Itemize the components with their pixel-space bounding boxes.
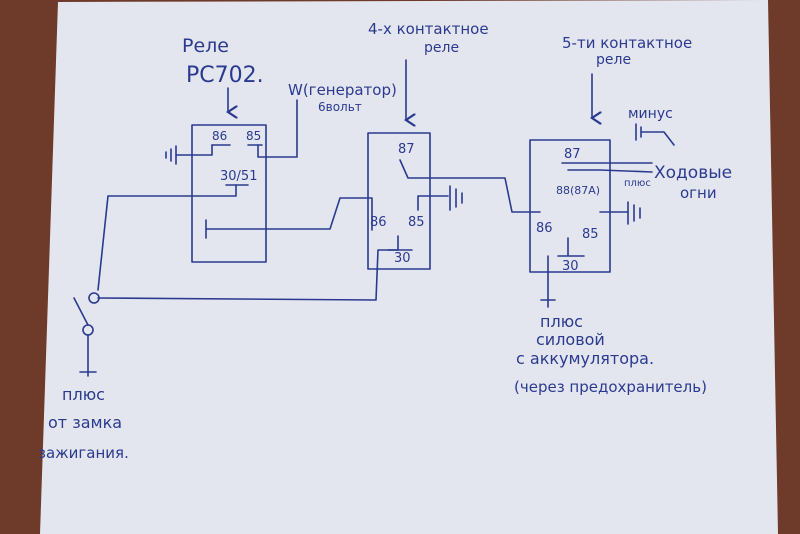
relay-3-pin-30: 30	[562, 259, 579, 274]
battery-note-line2: силовой	[536, 330, 605, 349]
ignition-feed-wire	[97, 249, 399, 301]
relay-1-ground-wire	[175, 144, 213, 156]
battery-note-line1: плюс	[540, 312, 583, 331]
relay-2-pin-30: 30	[394, 251, 411, 266]
ground-icon	[635, 123, 675, 146]
battery-note-line4: (через предохранитель)	[514, 378, 707, 396]
relay-2-title-line2: реле	[424, 40, 459, 56]
relay-2-pin-86: 86	[370, 215, 387, 230]
paper-sheet	[40, 0, 778, 534]
relay-3-title-line2: реле	[596, 52, 631, 68]
relay-2-body	[367, 132, 431, 270]
relay-1-title-line2: РС702.	[186, 63, 264, 88]
relay-1-body	[191, 124, 267, 263]
relay-3-pin-87: 87	[564, 147, 581, 162]
relay-1-to-relay-2-wire	[205, 197, 373, 231]
generator: W(генератор) 6вольт	[288, 81, 397, 114]
relay-3-pin-86: 86	[536, 221, 553, 236]
relay-3-output-wires	[561, 162, 653, 173]
battery-note-line3: с аккумулятора.	[516, 349, 654, 368]
ground-icon	[627, 201, 641, 225]
relay-2-pin-85: 85	[408, 215, 425, 230]
relay-1-title-line1: Реле	[182, 35, 229, 57]
switch-contact-top	[88, 292, 100, 304]
relay-2-to-relay-3-wire	[399, 159, 541, 213]
relay-2-pin-87: 87	[398, 142, 415, 157]
relay-2: 4-х контактное реле 87 86 85 30	[97, 20, 541, 301]
relay-3-title-line1: 5-ти контактное	[562, 34, 692, 52]
relay-2-title-line1: 4-х контактное	[368, 20, 489, 38]
ignition-switch: плюс от замка зажигания.	[38, 292, 129, 462]
relay-1: Реле РС702. 86 85 30/51	[97, 35, 373, 291]
relay-1-to-ignition-wire	[97, 184, 237, 291]
generator-label-line2: 6вольт	[318, 100, 362, 114]
relay-1-to-generator-wire	[257, 99, 298, 158]
relay-3-pin-88: 88(87А)	[556, 184, 600, 197]
relay-1-pin-30-51: 30/51	[220, 169, 257, 184]
running-lights-plus-label: плюс	[624, 178, 651, 189]
relay-3-body	[529, 139, 611, 273]
running-lights: минус плюс Ходовые огни	[624, 106, 732, 202]
battery-note: плюс силовой с аккумулятора. (через пред…	[514, 312, 707, 396]
running-lights-label-line2: огни	[680, 184, 717, 202]
ignition-note-line2: от замка	[48, 413, 122, 432]
running-lights-minus-label: минус	[628, 106, 673, 122]
generator-label-line1: W(генератор)	[288, 81, 397, 99]
relay-3-pin-30-contact	[557, 237, 585, 257]
running-lights-label-line1: Ходовые	[654, 163, 732, 183]
ground-icon	[449, 185, 463, 211]
relay-3-pin-85: 85	[582, 227, 599, 242]
relay-1-pin-86: 86	[212, 129, 227, 143]
battery-plus-wire	[540, 255, 556, 308]
ignition-note-line1: плюс	[62, 385, 105, 404]
relay-3: 5-ти контактное реле 87 88(87А) 86 85 30	[529, 34, 692, 308]
switch-lever	[73, 297, 97, 377]
relay-1-pin-85: 85	[246, 129, 261, 143]
relay-1-contacts	[211, 144, 263, 186]
ignition-note-line3: зажигания.	[38, 444, 129, 462]
ground-icon	[165, 145, 177, 165]
relay-2-ground-wire	[417, 195, 449, 211]
